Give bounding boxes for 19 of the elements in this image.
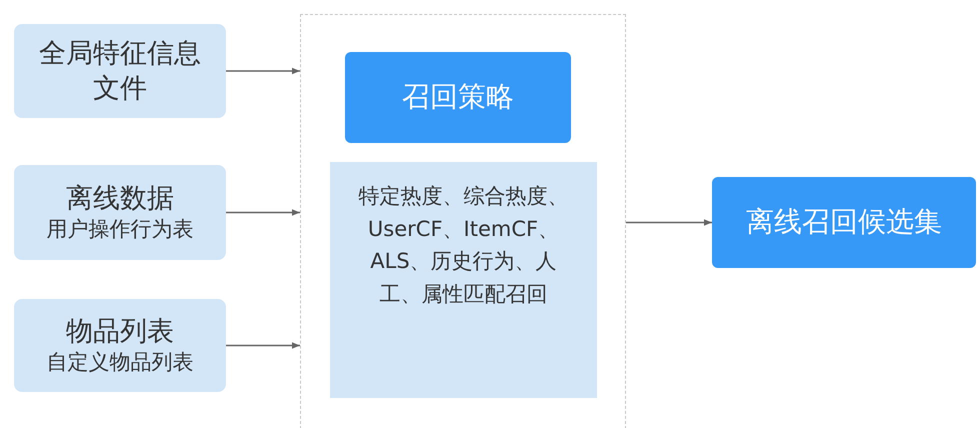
arrow	[226, 209, 300, 216]
strategy-panel	[330, 162, 597, 398]
input-box	[14, 24, 226, 118]
input-box	[14, 165, 226, 260]
node-label: 离线数据	[65, 182, 175, 216]
node-sublabel: 自定义物品列表	[46, 349, 194, 376]
node-label: 召回策略	[401, 79, 515, 116]
node-label: 物品列表	[65, 315, 175, 350]
arrow	[626, 219, 712, 226]
header-box	[345, 52, 571, 143]
node-label: 全局特征信息文件	[38, 36, 202, 106]
node-label: 离线召回候选集	[745, 204, 943, 240]
output-box	[712, 177, 976, 268]
arrow	[226, 68, 300, 74]
dashed-group-box	[300, 14, 626, 428]
arrow	[226, 342, 300, 349]
input-box	[14, 299, 226, 392]
node-sublabel: 用户操作行为表	[46, 216, 194, 244]
node-label: 特定热度、综合热度、UserCF、ItemCF、ALS、历史行为、人工、属性匹配召回	[358, 183, 570, 308]
